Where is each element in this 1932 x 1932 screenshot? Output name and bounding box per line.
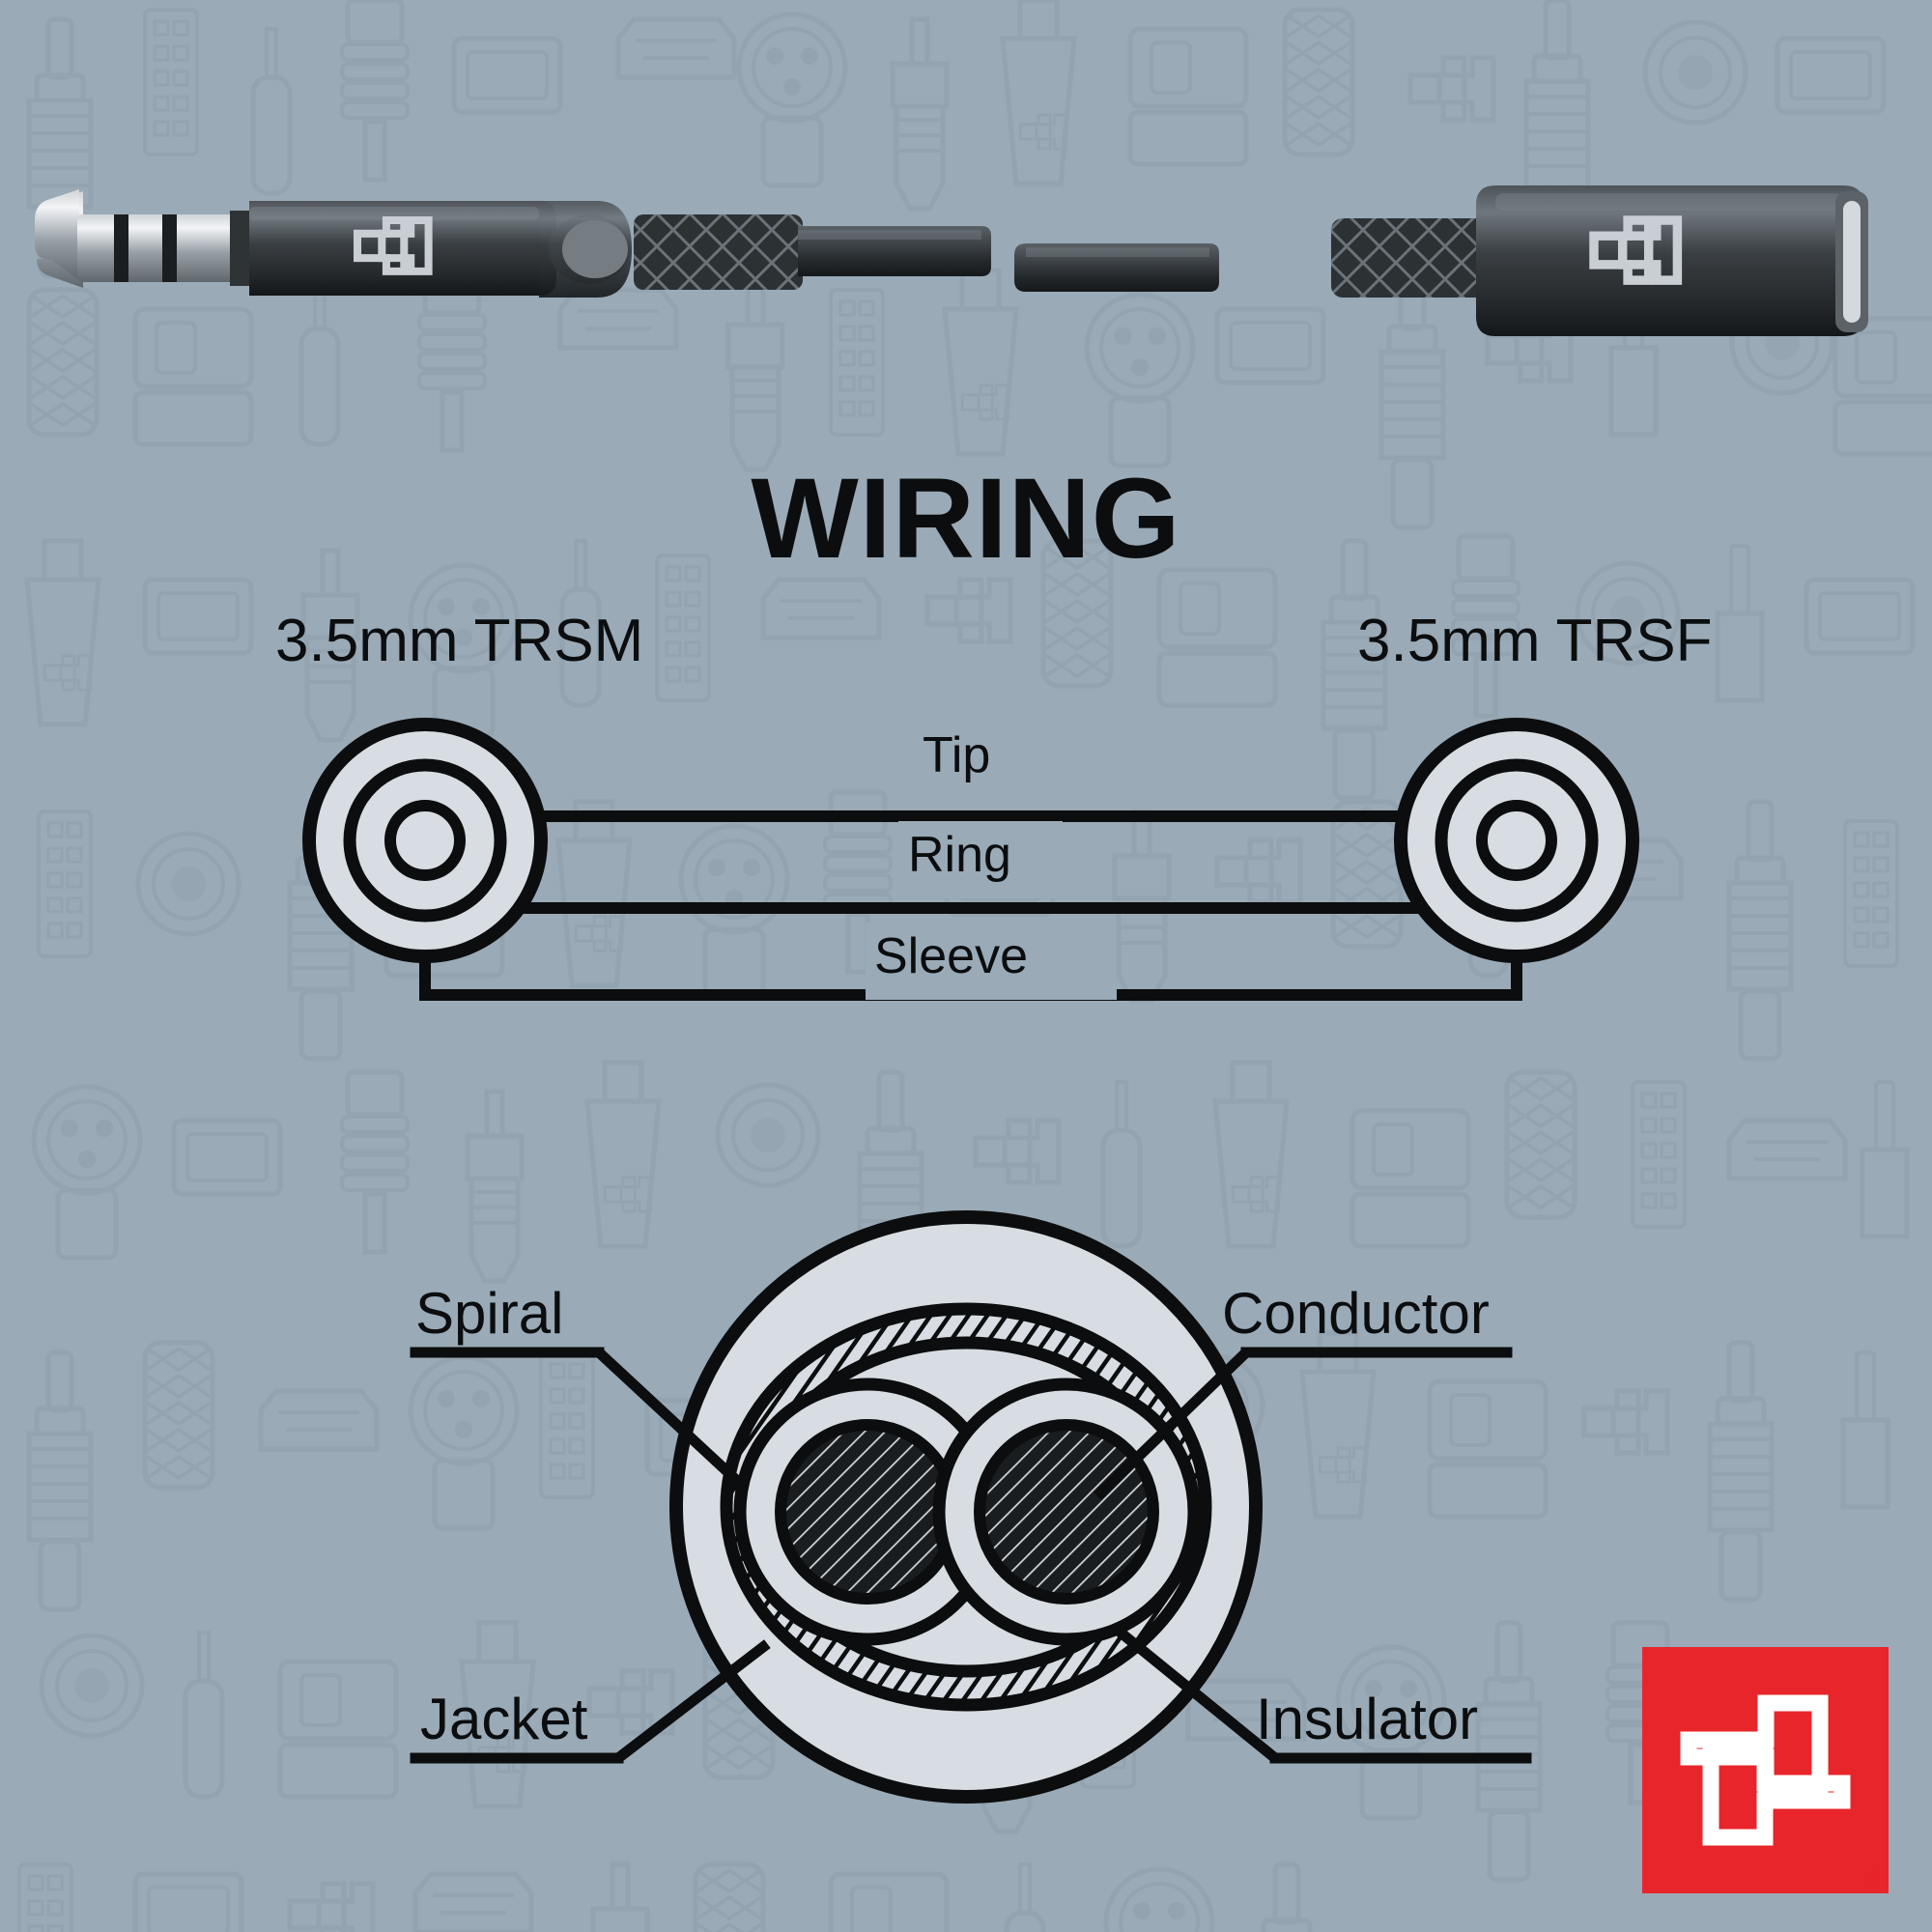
right-connector-label: 3.5mm TRSF <box>1357 608 1713 674</box>
page-title: WIRING <box>751 455 1181 582</box>
jacket-callout-label: Jacket <box>420 1687 588 1751</box>
conductor-callout-label: Conductor <box>1222 1281 1490 1346</box>
tip-label: Tip <box>923 727 991 783</box>
sleeve-label: Sleeve <box>874 928 1028 984</box>
hosa-logo: ® <box>1642 1647 1889 1893</box>
insulator-callout-label: Insulator <box>1256 1687 1479 1751</box>
male-plug-illustration <box>35 189 991 298</box>
left-connector-label: 3.5mm TRSM <box>275 608 644 674</box>
registered-trademark: ® <box>1868 1867 1883 1889</box>
spiral-callout-label: Spiral <box>415 1281 564 1346</box>
hosa-h-emboss <box>353 215 433 275</box>
conductor-left <box>775 1419 960 1605</box>
hosa-h-emboss-right <box>1589 215 1683 285</box>
female-jack-illustration <box>1014 185 1868 336</box>
conductor-pair <box>733 1378 1201 1646</box>
conductor-right <box>974 1419 1159 1605</box>
ring-label: Ring <box>908 827 1011 883</box>
right-connector-target <box>1394 718 1639 963</box>
left-connector-target <box>302 718 548 963</box>
